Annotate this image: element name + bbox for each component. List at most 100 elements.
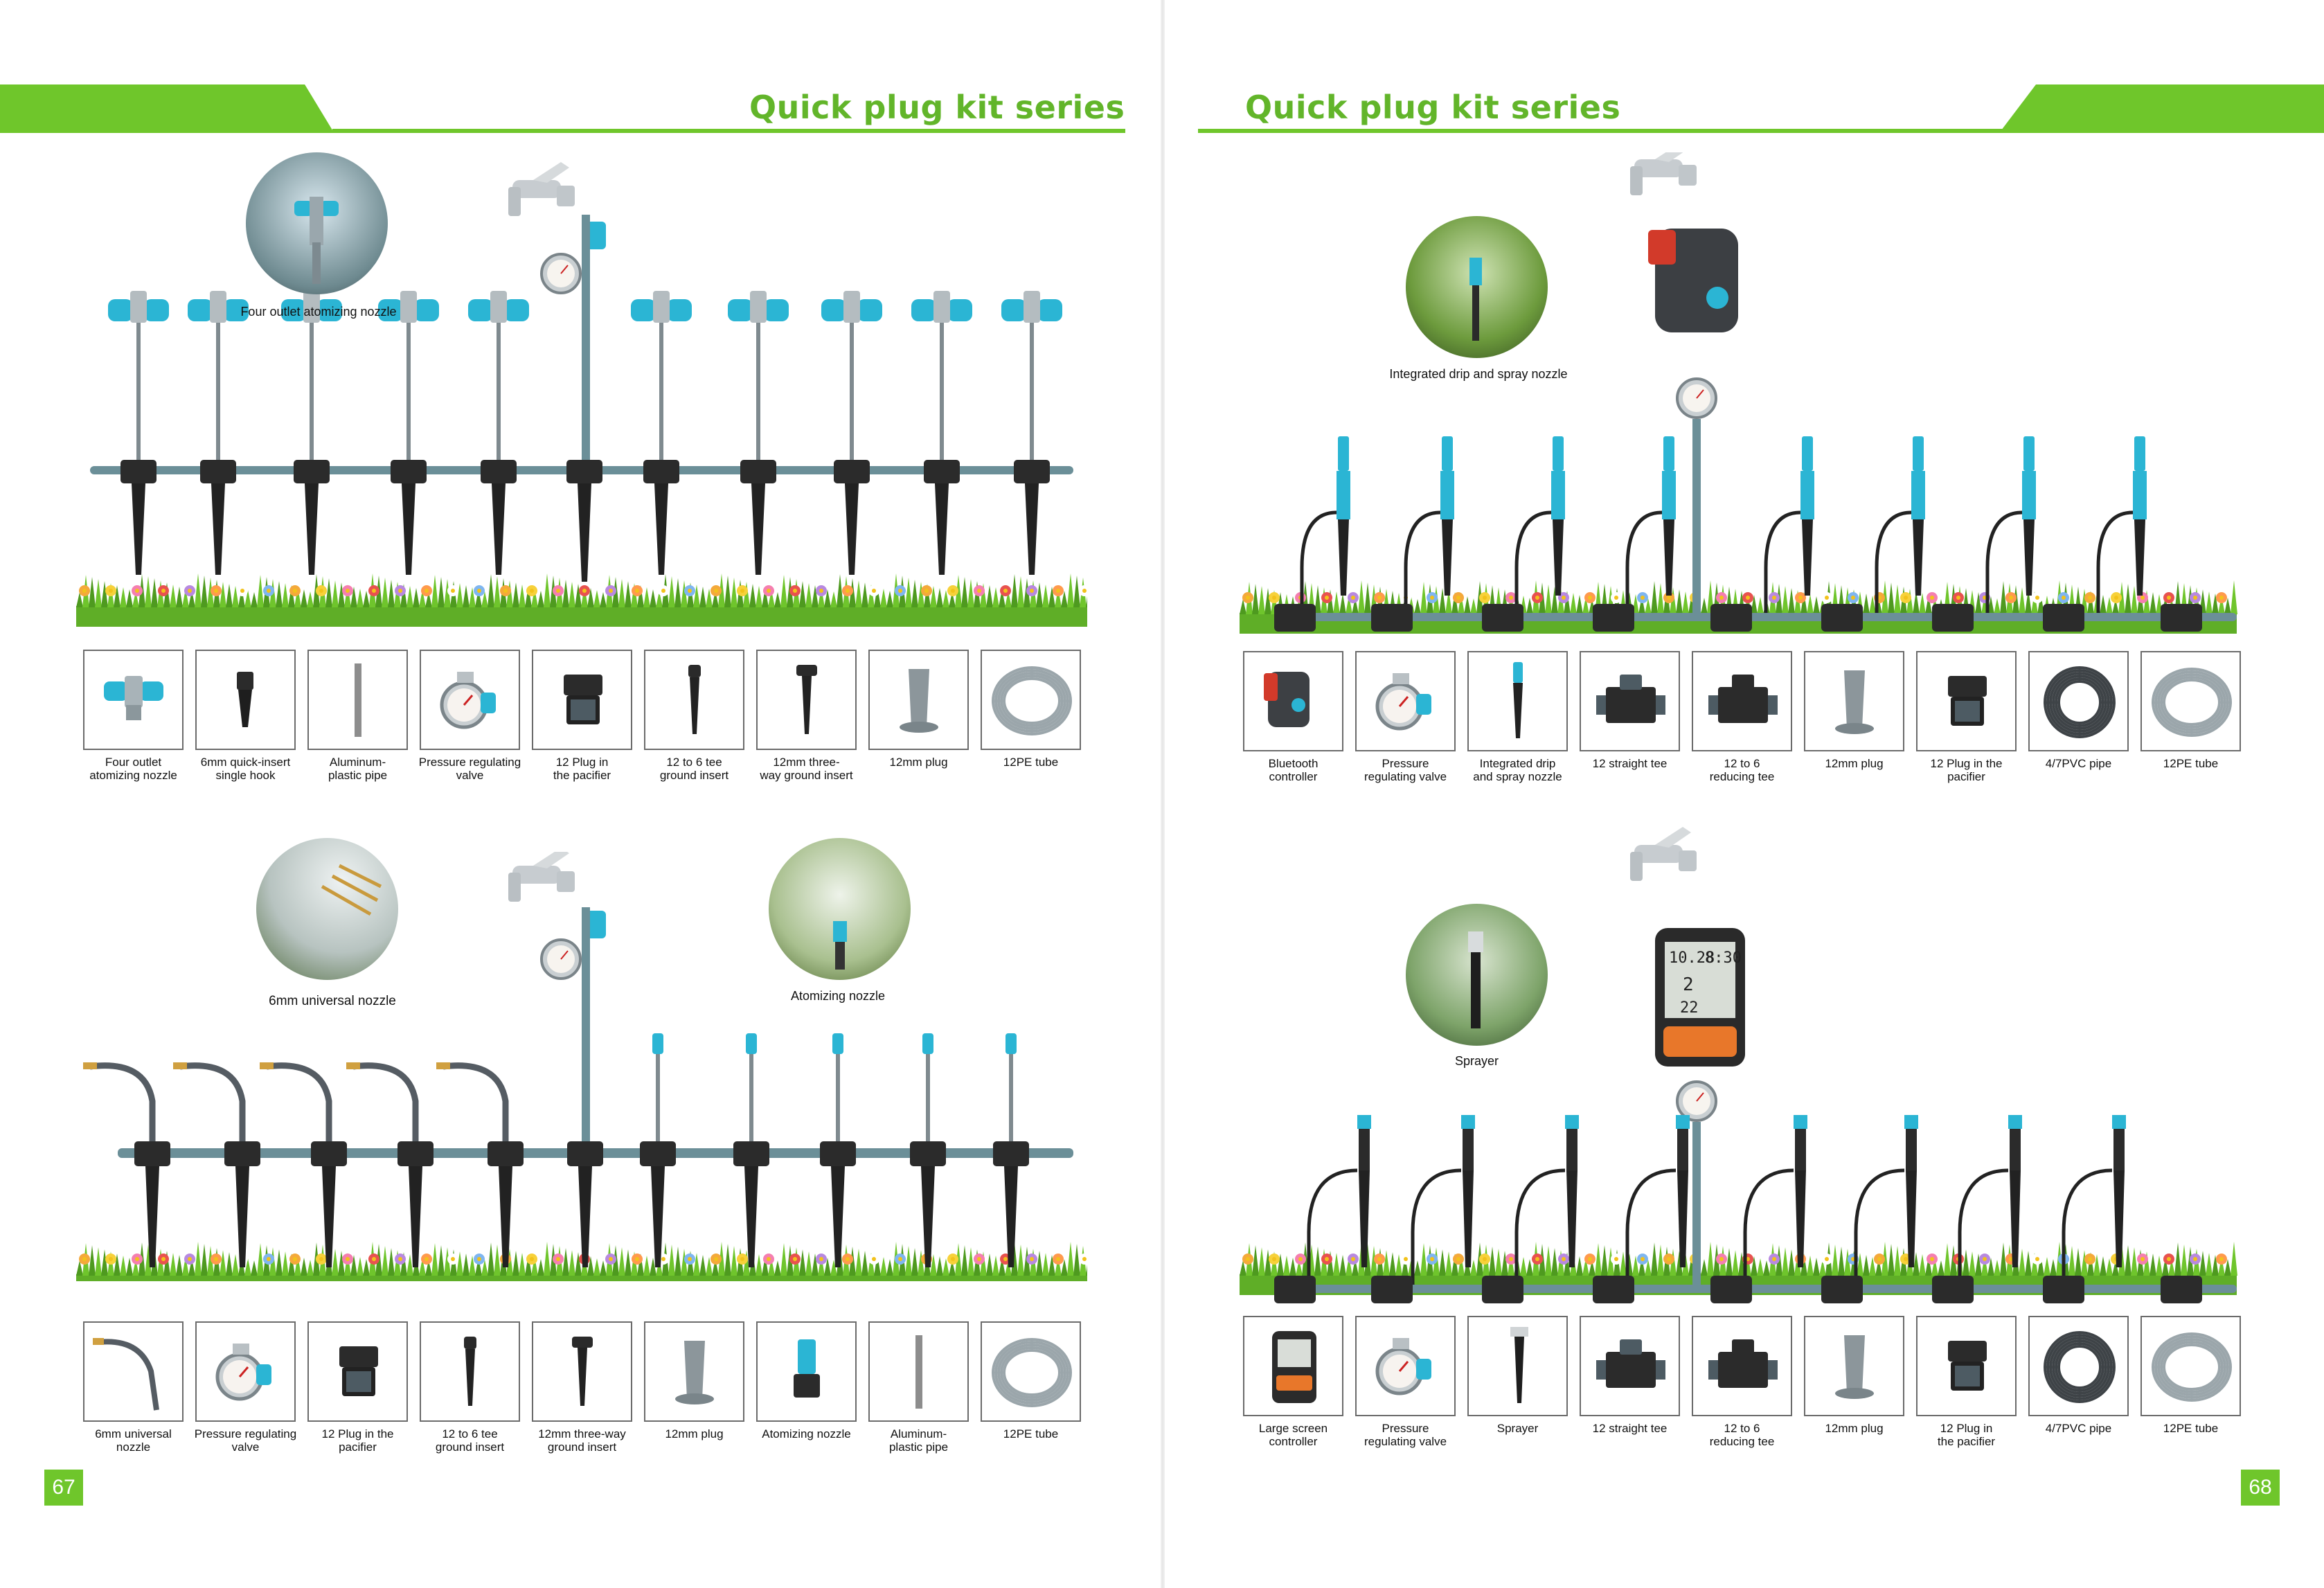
ground-stake [211,483,225,575]
part-image-box [981,1321,1081,1422]
right-top-irrigation-scene [1240,152,2237,634]
part-item: 12mm three-way ground insert [532,1321,643,1454]
drip-spray-nozzle-icon [1913,436,1924,471]
part-item: 12PE tube [2140,651,2251,770]
part-image-box [1355,651,1456,751]
part-image-box [1355,1316,1456,1416]
part-caption: Integrated drip and spray nozzle [1473,757,1562,783]
four-outlet-nozzle-icon [1001,299,1026,321]
four-outlet-nozzle-icon [631,299,656,321]
tee-fitting [643,460,679,483]
part-caption: 12mm plug [1825,757,1884,770]
tee-fitting [924,460,960,483]
timer-mid-digit: 2 [1683,974,1694,995]
part-item: 12 Plug in the pacifier [532,650,643,782]
straight-tee-icon [1596,675,1665,723]
sprayer-icon [1461,1115,1475,1129]
tee-fitting [820,1141,856,1166]
tube-coil-icon [2152,668,2232,737]
ground-stake [2113,1170,2125,1267]
tee-fitting [1593,604,1634,632]
aluminum-pipe [756,312,760,467]
pressure-gauge-icon [540,938,582,980]
universal-nozzle-hose [179,1062,246,1148]
part-caption: 12 to 6 tee ground insert [435,1427,505,1454]
aluminum-pipe [749,1053,753,1150]
pressure-gauge-icon [540,253,582,294]
tee-fitting [567,1141,603,1166]
part-image-box [981,650,1081,750]
ground-stake [578,483,591,582]
atomizing-nozzle-icon [922,1033,933,1054]
universal-nozzle-photo [256,838,398,980]
ground-stake [409,1166,422,1267]
drip-spray-nozzle-label: Integrated drip and spray nozzle [1389,367,1568,381]
part-caption: 12 to 6 tee ground insert [659,756,729,782]
part-image-box [83,650,184,750]
pressure-valve-icon [1375,1338,1431,1395]
ground-stake [1913,519,1924,596]
ground-stake [1802,519,1813,596]
tee-fitting [488,1141,524,1166]
part-caption: 12mm three-way ground insert [538,1427,626,1454]
atomizing-nozzle-icon [1005,1033,1017,1054]
part-item: 6mm quick-insert single hook [195,650,306,782]
ground-stake [2023,519,2035,596]
part-item: 12PE tube [981,1321,1091,1440]
four-outlet-nozzle-icon [468,299,493,321]
part-image-box [644,650,744,750]
part-item: Pressure regulating valve [195,1321,306,1454]
part-image-box [83,1321,184,1422]
part-caption: 12 to 6 reducing tee [1709,757,1775,783]
universal-nozzle-hose [266,1062,332,1148]
ground-stake [1566,1170,1577,1267]
part-image-box [2028,651,2129,751]
tee-fitting [834,460,870,483]
part-image-box [307,650,408,750]
part-item: Sprayer [1467,1316,1578,1435]
part-caption: Large screen controller [1258,1422,1328,1448]
drip-spray-nozzle-icon [1338,436,1349,471]
three-way-insert-icon [796,665,817,734]
right-page-number: 68 [2241,1470,2280,1506]
part-image-box [195,1321,296,1422]
part-caption: 12 straight tee [1592,757,1668,770]
pipe-plug-icon [900,669,938,733]
bluetooth-controller-icon [1648,229,1738,332]
left-page-number: 67 [44,1470,83,1506]
ground-stake [1906,1170,1917,1267]
part-caption: Four outlet atomizing nozzle [89,756,177,782]
four-outlet-nozzle-photo [246,152,388,294]
part-caption: Aluminum- plastic pipe [328,756,388,782]
part-caption: Pressure regulating valve [418,756,521,782]
tee-fitting [1821,604,1863,632]
part-item: 12mm plug [1804,651,1915,770]
part-item: 12PE tube [981,650,1091,769]
tube-coil-icon [992,1338,1072,1407]
part-item: Large screen controller [1243,1316,1354,1448]
capillary-tube [1625,1168,1677,1285]
part-caption: 12 Plug in the pacifier [1937,1422,1996,1448]
part-caption: 4/7PVC pipe [2045,757,2112,770]
part-item: 12 to 6 reducing tee [1692,651,1803,783]
atomizing-nozzle-photo [769,838,911,980]
part-item: Four outlet atomizing nozzle [83,650,194,782]
aluminum-pipe-icon [915,1335,922,1409]
reducing-tee-icon [1708,675,1778,723]
left-header-band [0,84,1125,133]
aluminum-pipe [1009,1053,1013,1150]
part-caption: 12 Plug in the pacifier [321,1427,394,1454]
part-image-box [1916,1316,2017,1416]
right-header-band [1198,84,2324,133]
pressure-valve-icon [1375,673,1431,731]
capillary-tube [1411,1168,1462,1285]
aluminum-pipe [836,1053,840,1150]
part-caption: Pressure regulating valve [1364,757,1447,783]
ground-stake [132,483,145,575]
capillary-tube [1514,1168,1566,1285]
part-item: 12 Plug in the pacifier [307,1321,418,1454]
part-item: 12 Plug in the pacifier [1916,1316,2027,1448]
tee-fitting [1482,1276,1523,1303]
part-item: 4/7PVC pipe [2028,1316,2139,1435]
